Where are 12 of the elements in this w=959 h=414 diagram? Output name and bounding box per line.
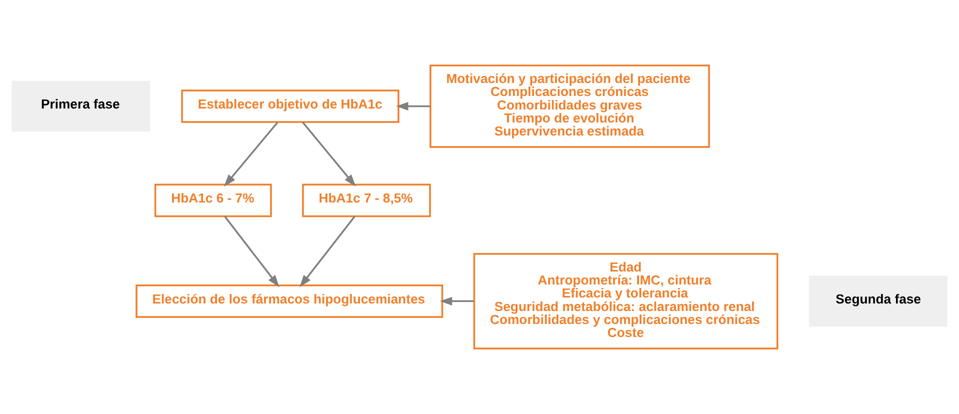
node-box: Elección de los fármacos hipoglucemiantes xyxy=(136,284,444,318)
node-box: Edad Antropometría: IMC, cintura Eficacia y tolerancia Seguridad metabólica: aclaramiento renal Comorbilidades y complicaciones crónicas Coste xyxy=(473,253,778,350)
node-box: HbA1c 6 - 7% xyxy=(154,184,272,218)
arrow xyxy=(300,216,356,288)
node-box: Motivación y participación del paciente Complicaciones crónicas Comorbilidades graves Tiempo de evolución Supervivencia estimada xyxy=(430,64,710,148)
arrow xyxy=(224,216,280,288)
node-box: Establecer objetivo de HbA1c xyxy=(181,90,400,123)
arrow xyxy=(440,296,474,306)
arrow xyxy=(396,102,430,111)
node-box: HbA1c 7 - 8,5% xyxy=(302,184,431,218)
arrow xyxy=(302,122,356,187)
arrow xyxy=(224,122,278,187)
